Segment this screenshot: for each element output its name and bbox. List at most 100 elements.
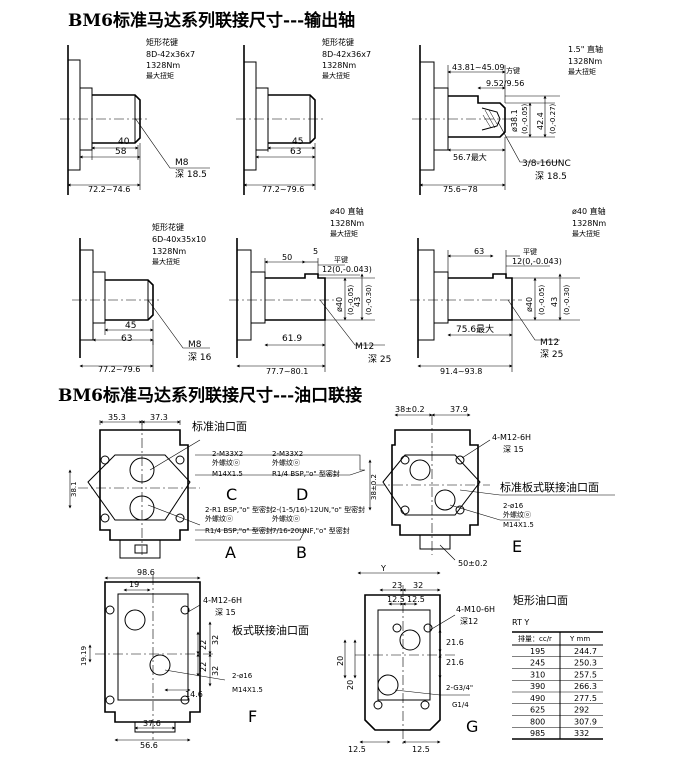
s2-spec-0: 矩形花键 [322, 37, 354, 47]
std-a1: 2-R1 BSP,"o" 型密封 [205, 505, 273, 514]
port-section-title: BM6标准马达系列联接尺寸---油口联接 [58, 386, 363, 406]
shaft-view-2 [236, 45, 325, 195]
s6-key-fit: 12(0,-0.043) [512, 257, 562, 266]
f-letter: F [248, 707, 257, 726]
s6-h-tol: (0,-0.30) [563, 284, 571, 315]
s6-thread: M12 [540, 338, 559, 348]
g-port1: 2-G3/4" [446, 684, 473, 692]
s3-key-label: 方键 [506, 66, 520, 75]
s5-key-w: 5 [313, 247, 318, 256]
std-letter-c: C [226, 485, 237, 504]
s5-top-dim: 50 [282, 253, 292, 262]
f-depth: 深 15 [215, 608, 236, 617]
s4-spec-1: 6D-40x35x10 [152, 235, 206, 244]
s6-overall: 91.4~93.8 [440, 367, 482, 376]
rect-port-row-disp: 625 [530, 706, 545, 715]
std-b3: 7/16-20UNF,"o" 型密封 [272, 526, 350, 535]
s6-dia: ø40 [525, 297, 534, 312]
std-d1: 2-M33X2 [272, 450, 303, 458]
s5-spec-1: 1328Nm [330, 219, 364, 228]
s2-d-inner: 45 [292, 137, 303, 147]
f-left: 19.19 [80, 646, 88, 666]
e-port3: M14X1.5 [503, 521, 534, 529]
s4-spec-3: 最大扭矩 [152, 257, 180, 266]
s1-spec-2: 1328Nm [146, 61, 180, 70]
s6-spec-0: ø40 直轴 [572, 206, 606, 216]
g-l1: 20 [336, 656, 345, 666]
s4-d-outer: 63 [121, 334, 132, 344]
port-view-standard [68, 420, 366, 559]
s5-dia: ø40 [335, 297, 344, 312]
g-b2: 12.5 [412, 745, 430, 754]
rect-port-label: 矩形油口面 [513, 593, 568, 607]
s5-spec-0: ø40 直轴 [330, 206, 364, 216]
s3-max-len: 56.7最大 [453, 152, 487, 162]
s5-len: 61.9 [282, 334, 302, 344]
s3-overall: 75.6~78 [443, 185, 478, 194]
f-bolt: 4-M12-6H [203, 596, 242, 605]
s5-thread: M12 [355, 342, 374, 352]
s3-dia: ø38.1 [510, 109, 519, 132]
std-w2: 37.3 [150, 413, 168, 422]
rect-port-row-y: 307.9 [574, 717, 597, 726]
f-h3: 22 [199, 640, 208, 650]
s1-spec-1: 8D-42x36x7 [146, 50, 195, 59]
g-w1: 23 [392, 581, 402, 590]
rect-port-table [512, 631, 603, 740]
s6-max-len: 75.6最大 [456, 323, 494, 335]
e-port2: 外螺纹ⓞ [503, 510, 531, 519]
f-h2: 32 [211, 666, 220, 676]
s3-spec-1: 1328Nm [568, 57, 602, 66]
s6-spec-2: 最大扭矩 [572, 229, 600, 238]
f-port1: 2-ø16 [232, 672, 253, 680]
f-w: 98.6 [137, 568, 155, 577]
rect-port-row-y: 266.3 [574, 682, 597, 691]
rect-port-row-y: 277.5 [574, 694, 597, 703]
s1-spec-0: 矩形花键 [146, 37, 178, 47]
s5-key-label: 平键 [334, 255, 348, 264]
std-a2: 外螺纹ⓞ [205, 514, 233, 523]
s6-spec-1: 1328Nm [572, 219, 606, 228]
g-r1: 21.6 [446, 638, 464, 647]
e-w1: 38±0.2 [395, 405, 425, 414]
e-w2: 37.9 [450, 405, 468, 414]
shaft-section-title: BM6标准马达系列联接尺寸---输出轴 [68, 11, 356, 31]
port-view-e [368, 413, 615, 561]
s1-thread: M8 [175, 158, 189, 168]
g-bolt: 4-M10-6H [456, 605, 495, 614]
std-w1: 35.3 [108, 413, 126, 422]
e-label: 标准板式联接油口面 [500, 480, 599, 494]
std-c3: M14X1.5 [212, 470, 243, 478]
rect-port-row-disp: 490 [530, 694, 545, 703]
s5-depth: 深 25 [368, 354, 391, 365]
e-angle: 50±0.2 [458, 559, 488, 568]
rect-port-head-disp: 排量：cc/r [518, 634, 552, 643]
s5-spec-2: 最大扭矩 [330, 229, 358, 238]
s4-spec-2: 1328Nm [152, 247, 186, 256]
port-view-g [343, 571, 470, 745]
s1-overall: 72.2~74.6 [88, 185, 130, 194]
f-d1: 14.6 [185, 690, 203, 699]
s3-key-range: 9.52/9.56 [486, 79, 524, 88]
s5-dia-tol: (0,-0.05) [347, 284, 355, 315]
f-b1: 37.6 [143, 719, 161, 728]
std-letter-a: A [225, 543, 236, 562]
shaft-view-4 [72, 238, 210, 372]
s5-key-fit: 12(0,-0.043) [322, 265, 372, 274]
rect-port-row-y: 244.7 [574, 647, 597, 656]
e-depth: 深 15 [503, 445, 524, 454]
g-l2: 20 [346, 680, 355, 690]
shaft-view-3 [412, 45, 560, 195]
s1-d-inner: 40 [118, 137, 130, 147]
s3-h: 42.4 [536, 112, 545, 130]
s2-spec-2: 1328Nm [322, 61, 356, 70]
rect-port-row-y: 257.5 [574, 670, 597, 679]
rect-port-row-y: 332 [574, 729, 589, 738]
std-label: 标准油口面 [192, 419, 247, 433]
s5-h-tol: (0,-0.30) [365, 284, 373, 315]
port-view-f [88, 575, 226, 742]
s2-spec-1: 8D-42x36x7 [322, 50, 371, 59]
std-h: 38.1 [70, 481, 78, 497]
shaft-view-6 [410, 238, 580, 372]
